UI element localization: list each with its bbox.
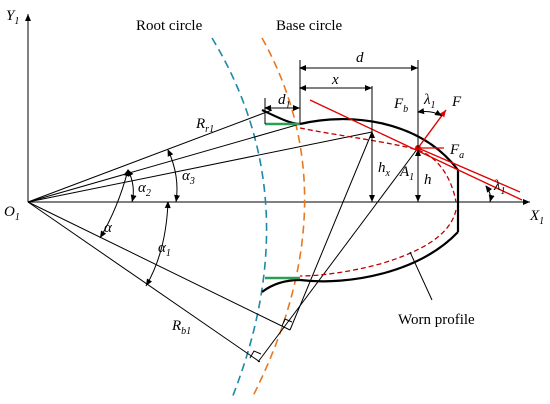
angle-arc-alpha xyxy=(99,169,130,239)
base-circle-label: Base circle xyxy=(276,18,343,34)
radius-line-upper-2 xyxy=(27,131,373,203)
origin-label: O1 xyxy=(4,204,20,223)
Fa-label: Fa xyxy=(449,142,464,161)
d-label: d xyxy=(356,50,364,66)
alpha1-label: α1 xyxy=(158,240,171,259)
R-r1-label: Rr1 xyxy=(195,116,214,135)
worn-profile-label: Worn profile xyxy=(398,312,475,328)
worn-profile-upper xyxy=(299,127,457,203)
tooth-profile-lower xyxy=(299,231,459,283)
angle-arc-alpha1 xyxy=(145,201,171,287)
base-circle-arc xyxy=(251,37,306,399)
root-circle-arc xyxy=(211,37,268,399)
tangent-line-1 xyxy=(289,131,373,331)
right-angle-mark-2 xyxy=(249,350,262,359)
angle-arc-alpha3 xyxy=(167,149,181,203)
force-F-arrow xyxy=(417,109,447,149)
R-b1-label: Rb1 xyxy=(171,318,191,337)
radius-line-lower-1 xyxy=(27,201,291,331)
hx-label: hx xyxy=(378,160,391,179)
right-angle-mark-1 xyxy=(281,318,293,327)
h-label: h xyxy=(424,172,432,188)
F-label: F xyxy=(451,94,462,110)
y-axis-label: Y1 xyxy=(6,8,19,27)
x-label: x xyxy=(331,72,339,88)
x-axis-label: X1 xyxy=(529,208,544,227)
alpha3-label: α3 xyxy=(182,168,195,187)
worn-profile-lower xyxy=(299,209,457,277)
tangent-line-2 xyxy=(257,147,419,363)
line-of-action-2 xyxy=(417,147,521,193)
root-circle-label: Root circle xyxy=(136,18,203,34)
angle-arc-lambda1-right xyxy=(485,185,495,203)
alpha2-label: α2 xyxy=(138,180,151,199)
lambda1-right-label: λ1 xyxy=(493,178,506,197)
lambda1-top-label: λ1 xyxy=(423,92,436,111)
d1-label: d1 xyxy=(278,92,291,111)
A1-label: A1 xyxy=(399,164,414,183)
radius-line-r-r1 xyxy=(27,109,273,203)
angle-arc-lambda1-top xyxy=(417,108,443,117)
angle-arc-alpha2 xyxy=(127,169,137,203)
tooth-flank-lower xyxy=(261,278,301,293)
worn-profile-leader xyxy=(409,251,433,301)
radius-line-r-b1 xyxy=(27,201,261,363)
Fb-label: Fb xyxy=(393,96,408,115)
radius-line-upper-1 xyxy=(27,123,301,203)
alpha-label: α xyxy=(104,220,113,236)
